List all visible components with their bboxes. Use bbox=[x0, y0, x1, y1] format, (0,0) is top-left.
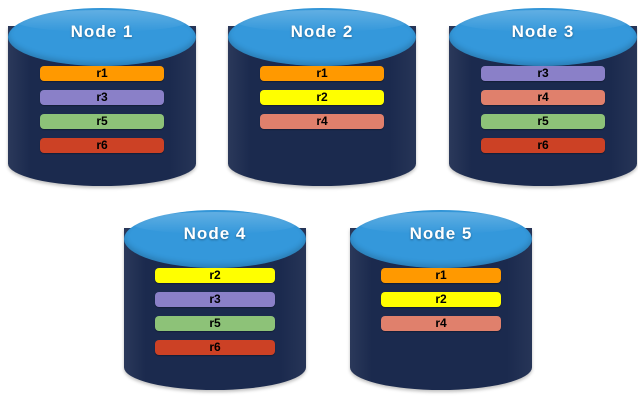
node-label: Node 3 bbox=[511, 22, 575, 41]
node-label: Node 2 bbox=[290, 22, 354, 41]
node-label: Node 4 bbox=[183, 224, 247, 243]
replica-bar-r5[interactable]: r5 bbox=[39, 114, 165, 129]
replica-bar-r6[interactable]: r6 bbox=[480, 138, 606, 153]
replica-bar-r2[interactable]: r2 bbox=[380, 292, 502, 307]
replica-bar-r1[interactable]: r1 bbox=[39, 66, 165, 81]
database-node-3[interactable]: Node 3 r3 r4 r5 r6 bbox=[449, 8, 637, 186]
replica-bar-r1[interactable]: r1 bbox=[380, 268, 502, 283]
replica-list: r1 r2 r4 bbox=[350, 268, 532, 340]
database-node-1[interactable]: Node 1 r1 r3 r5 r6 bbox=[8, 8, 196, 186]
node-label: Node 5 bbox=[409, 224, 473, 243]
replica-list: r1 r2 r4 bbox=[228, 66, 416, 138]
database-node-2[interactable]: Node 2 r1 r2 r4 bbox=[228, 8, 416, 186]
replica-bar-r4[interactable]: r4 bbox=[259, 114, 385, 129]
replica-bar-r4[interactable]: r4 bbox=[480, 90, 606, 105]
replica-bar-r6[interactable]: r6 bbox=[154, 340, 276, 355]
replica-bar-r2[interactable]: r2 bbox=[259, 90, 385, 105]
node-label: Node 1 bbox=[70, 22, 134, 41]
replica-list: r3 r4 r5 r6 bbox=[449, 66, 637, 162]
database-node-4[interactable]: Node 4 r2 r3 r5 r6 bbox=[124, 210, 306, 390]
replica-list: r1 r3 r5 r6 bbox=[8, 66, 196, 162]
replica-bar-r3[interactable]: r3 bbox=[480, 66, 606, 81]
replica-bar-r6[interactable]: r6 bbox=[39, 138, 165, 153]
replica-bar-r3[interactable]: r3 bbox=[154, 292, 276, 307]
replica-bar-r1[interactable]: r1 bbox=[259, 66, 385, 81]
replica-bar-r5[interactable]: r5 bbox=[480, 114, 606, 129]
replica-list: r2 r3 r5 r6 bbox=[124, 268, 306, 364]
replica-bar-r4[interactable]: r4 bbox=[380, 316, 502, 331]
replica-bar-r5[interactable]: r5 bbox=[154, 316, 276, 331]
replica-bar-r2[interactable]: r2 bbox=[154, 268, 276, 283]
replica-bar-r3[interactable]: r3 bbox=[39, 90, 165, 105]
database-node-5[interactable]: Node 5 r1 r2 r4 bbox=[350, 210, 532, 390]
